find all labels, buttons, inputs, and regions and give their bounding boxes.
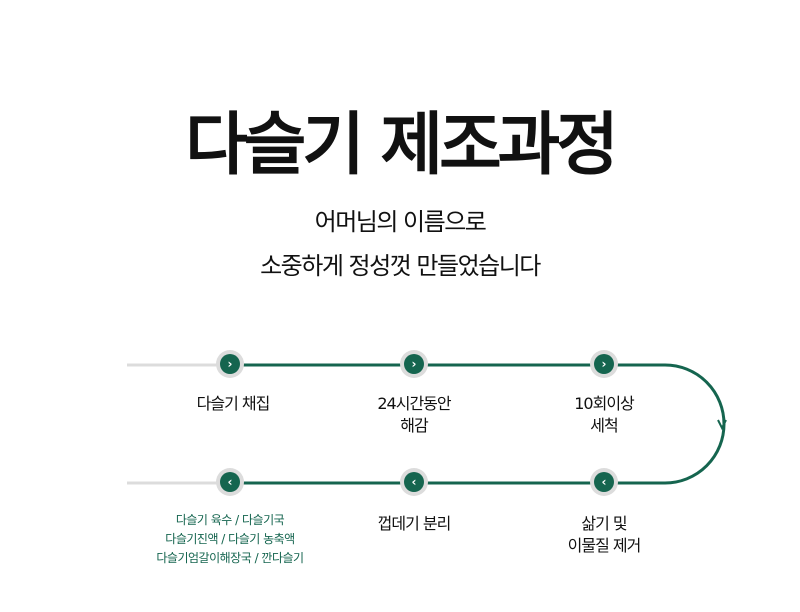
step-2-node: › <box>400 350 428 378</box>
step-5-node: ‹ <box>400 468 428 496</box>
step-3-label: 10회이상 세척 <box>574 394 635 435</box>
page-title: 다슬기 제조과정 <box>185 106 619 185</box>
chevron-right-icon: › <box>404 354 424 374</box>
step-6-node: ‹ <box>216 468 244 496</box>
chevron-left-icon: ‹ <box>594 472 614 492</box>
step-6-product-list: 다슬기 육수 / 다슬기국 다슬기진액 / 다슬기 농축액 다슬기엄갈이해장국 … <box>156 513 304 565</box>
turn-arrow-icon <box>717 419 727 431</box>
step-4-node: ‹ <box>590 468 618 496</box>
chevron-right-icon: › <box>594 354 614 374</box>
step-1-label: 다슬기 채집 <box>196 394 271 413</box>
chevron-left-icon: ‹ <box>220 472 240 492</box>
chevron-right-icon: › <box>220 354 240 374</box>
step-2-label: 24시간동안 해감 <box>377 394 451 435</box>
subtitle-line-2: 소중하게 정성껏 만들었습니다 <box>260 252 541 280</box>
chevron-left-icon: ‹ <box>404 472 424 492</box>
subtitle-line-1: 어머님의 이름으로 <box>314 208 487 236</box>
step-3-node: › <box>590 350 618 378</box>
step-5-label: 껍데기 분리 <box>377 514 452 533</box>
step-4-label: 삶기 및 이물질 제거 <box>567 514 642 555</box>
step-1-node: › <box>216 350 244 378</box>
